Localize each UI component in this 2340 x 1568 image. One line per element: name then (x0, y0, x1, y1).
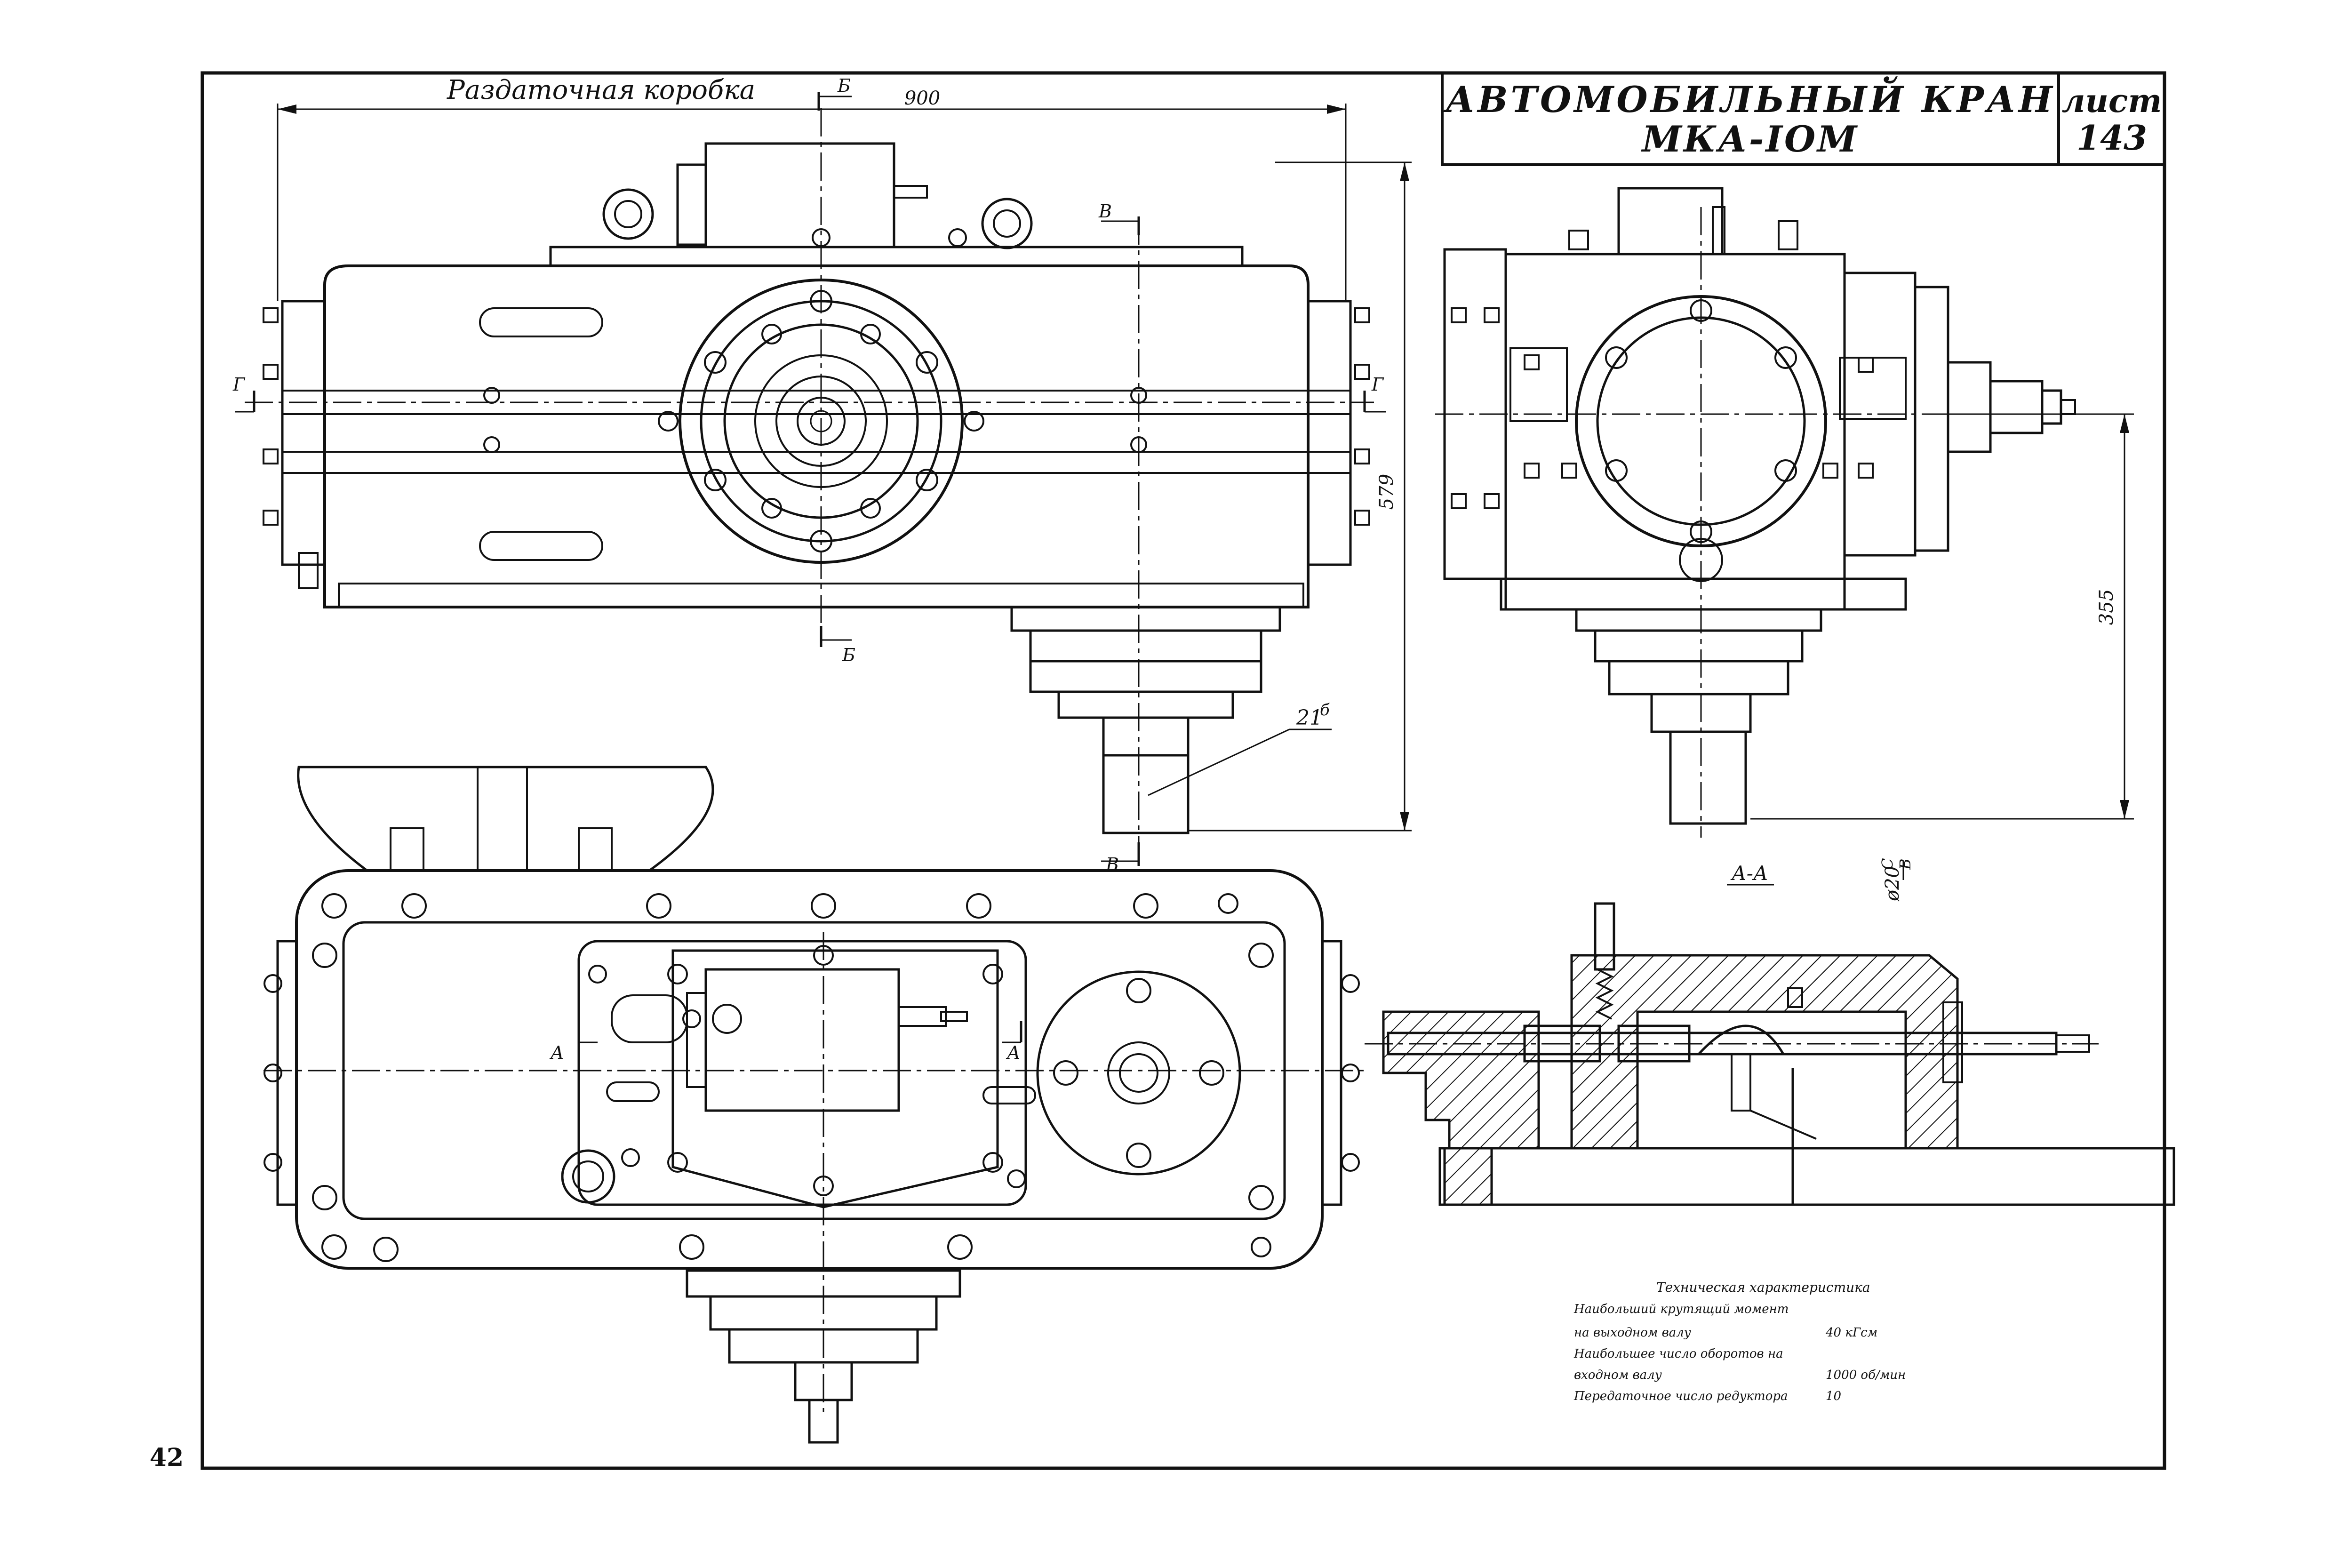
spec-row-1-value: 40 кГсм (1825, 1326, 1877, 1340)
spec-row-3-line-2: Передаточное число редуктора (1573, 1389, 1788, 1403)
title-line-2: МКА-IOM (1641, 118, 1859, 160)
callout-superscript: б (1320, 701, 1330, 720)
sheet-number: 143 (2076, 118, 2147, 158)
spec-row-2-value: 1000 об/мин (1826, 1368, 1906, 1382)
fit-diameter: ø20 (1882, 866, 1903, 902)
plan-bolts (264, 893, 1360, 1262)
section-a-a: А-А ø20 С В (1365, 858, 2175, 1206)
sheet-border (200, 71, 2166, 1470)
front-view: 900 Б (232, 75, 1412, 875)
spec-row-2-line-1: Наибольшее число оборотов на (1573, 1347, 1783, 1361)
spec-row-1-line-2: на выходном валу (1574, 1326, 1691, 1340)
sheet-label: лист (2062, 82, 2162, 120)
cut-mark-b-top: Б (837, 75, 851, 96)
spec-row-1-line-1: Наибольший крутящий момент (1573, 1302, 1789, 1316)
flange-bolts (658, 290, 984, 552)
side-view: 355 (1435, 187, 2134, 838)
drawing-caption: Раздаточная коробка (447, 75, 755, 105)
cut-mark-v-top: В (1098, 201, 1112, 222)
dim-height: 579 (1376, 474, 1398, 510)
title-block: АВТОМОБИЛЬНЫЙ КРАН МКА-IOM лист 143 (1441, 72, 2166, 166)
dim-width: 900 (904, 88, 940, 109)
fit-denominator: В (1896, 858, 1914, 870)
cut-mark-b-bottom: Б (842, 645, 855, 665)
fit-numerator: С (1878, 858, 1896, 870)
callout-label: 21 (1296, 706, 1323, 730)
plan-view: А А (264, 766, 1365, 1444)
housing-bolts (263, 228, 1370, 589)
spec-heading: Техническая характеристика (1656, 1280, 1870, 1295)
title-line-1: АВТОМОБИЛЬНЫЙ КРАН (1443, 76, 2055, 120)
spec-row-3-value: 10 (1826, 1389, 1841, 1403)
section-label: А-А (1730, 862, 1768, 885)
page-number: 42 (150, 1443, 184, 1472)
cut-mark-g-right: Г (1371, 374, 1384, 395)
dim-side-height: 355 (2096, 589, 2117, 625)
spec-row-2-line-2: входном валу (1574, 1368, 1662, 1382)
cut-mark-a-left: А (549, 1042, 564, 1063)
cut-mark-g-left: Г (232, 374, 246, 395)
spec-table: Техническая характеристика Наибольший кр… (1573, 1280, 1906, 1403)
cut-mark-a-right: А (1006, 1042, 1021, 1063)
